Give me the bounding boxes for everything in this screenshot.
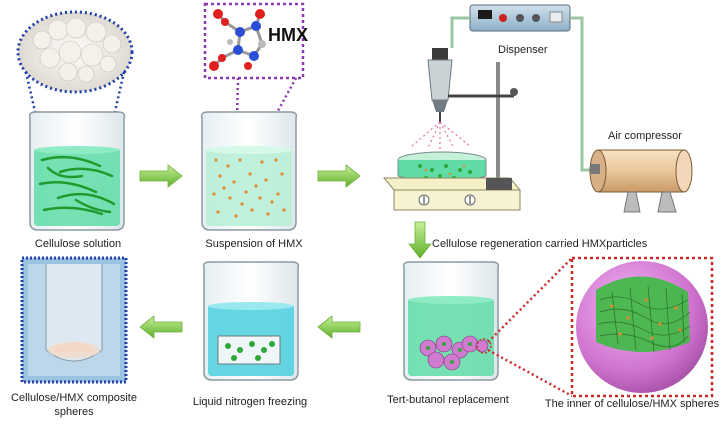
liquid-nitrogen-label: Liquid nitrogen freezing [192,396,308,408]
arrow-down [408,221,432,259]
arrow-left-1 [317,315,361,339]
cellulose-solution-beaker [16,10,134,231]
suspension-hmx-label: Suspension of HMX [205,238,303,250]
cotton-tufts-icon [32,17,122,83]
dispenser-apparatus [382,4,598,211]
air-compressor-label: Air compressor [608,130,682,142]
inner-spheres-label: The inner of cellulose/HMX spheres [544,398,720,410]
hmx-particles [212,158,286,218]
inner-sphere-inset [570,256,714,398]
hmx-molecule-label: HMX [268,25,308,45]
liquid-nitrogen-beaker [202,261,300,381]
cellulose-fibers [38,155,116,216]
air-compressor [589,149,693,213]
hmx-molecule-icon [209,9,266,71]
composite-label-line1: Cellulose/HMX composite [11,392,137,404]
tert-butanol-beaker [402,257,573,398]
hmx-suspension-beaker [200,2,305,231]
arrow-right-1 [139,164,183,188]
arrow-left-2 [139,315,183,339]
fiber-network [597,285,691,353]
cellulose-solution-label: Cellulose solution [34,238,122,250]
dispenser-label: Dispenser [498,44,548,56]
regeneration-label: Cellulose regeneration carried HMXpartic… [432,238,648,250]
tert-butanol-label: Tert-butanol replacement [387,394,509,406]
composite-photo [20,256,128,384]
composite-label-line2: spheres [54,406,94,418]
arrow-right-2 [317,164,361,188]
